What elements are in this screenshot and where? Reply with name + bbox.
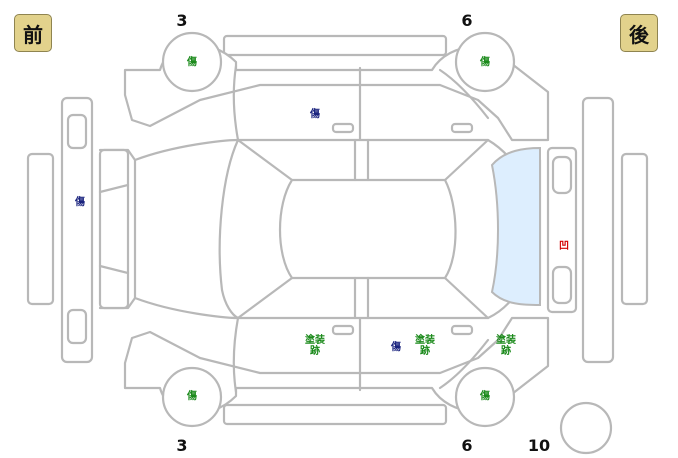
a-pillar-bottom bbox=[236, 276, 294, 320]
mark-roof-side-top: 傷 bbox=[310, 109, 320, 120]
mark-tire-rear-bottom: 傷 bbox=[480, 391, 490, 402]
tire-rear-top-number: 6 bbox=[461, 11, 473, 30]
c-pillar-top bbox=[443, 138, 490, 182]
top-side-front-pillar bbox=[232, 64, 240, 142]
top-side-rear-pillar bbox=[438, 68, 490, 120]
tire-front-bottom bbox=[161, 366, 223, 428]
mark-center-bottom: 傷 bbox=[391, 342, 401, 353]
rear-left-taillight bbox=[551, 155, 573, 195]
mark-rear-bumper-window: 凹 bbox=[559, 241, 569, 252]
top-front-door-handle bbox=[331, 122, 355, 134]
rear-bumper-outer bbox=[620, 152, 649, 306]
bottom-rear-door-handle bbox=[450, 324, 474, 336]
roof-panel bbox=[278, 178, 457, 280]
tire-rear-bottom bbox=[454, 366, 516, 428]
front-right-headlight bbox=[66, 308, 88, 345]
mark-tire-rear-top: 傷 bbox=[480, 57, 490, 68]
tire-front-top-number: 3 bbox=[176, 11, 188, 30]
front-bumper bbox=[60, 96, 94, 364]
rear-badge: 後 bbox=[620, 14, 658, 52]
grille-line-bottom bbox=[98, 264, 130, 275]
rear-window bbox=[490, 146, 541, 307]
mark-tire-front-bottom: 傷 bbox=[187, 391, 197, 402]
tire-front-bottom-number: 3 bbox=[176, 436, 188, 455]
top-sill-bar bbox=[222, 34, 448, 57]
a-pillar-top bbox=[236, 138, 294, 182]
mark-rear-door-bottom: 塗装 跡 bbox=[415, 335, 435, 357]
spare-tire-number: 10 bbox=[527, 436, 551, 455]
rear-bumper bbox=[581, 96, 615, 364]
top-rear-door-handle bbox=[450, 122, 474, 134]
bottom-front-door-handle bbox=[331, 324, 355, 336]
mark-front-bumper: 傷 bbox=[75, 197, 85, 208]
bottom-side-rear-pillar bbox=[438, 338, 490, 390]
mark-front-door-bottom: 塗装 跡 bbox=[305, 335, 325, 357]
bottom-sill-bar bbox=[222, 403, 448, 426]
mark-tire-front-top: 傷 bbox=[187, 57, 197, 68]
spare-tire bbox=[559, 401, 613, 455]
c-pillar-bottom bbox=[443, 276, 490, 320]
tire-rear-bottom-number: 6 bbox=[461, 436, 473, 455]
tire-front-top bbox=[161, 31, 223, 93]
grille-line-top bbox=[98, 183, 130, 194]
front-left-headlight bbox=[66, 113, 88, 150]
b-pillars bbox=[353, 138, 370, 320]
front-badge: 前 bbox=[14, 14, 52, 52]
windshield-front-curve bbox=[218, 138, 240, 320]
front-bumper-outer bbox=[26, 152, 55, 306]
tire-rear-top bbox=[454, 31, 516, 93]
front-grille bbox=[98, 148, 130, 310]
bottom-side-front-pillar bbox=[232, 316, 240, 394]
mark-rear-quarter-bottom: 塗装 跡 bbox=[496, 335, 516, 357]
rear-right-taillight bbox=[551, 265, 573, 305]
